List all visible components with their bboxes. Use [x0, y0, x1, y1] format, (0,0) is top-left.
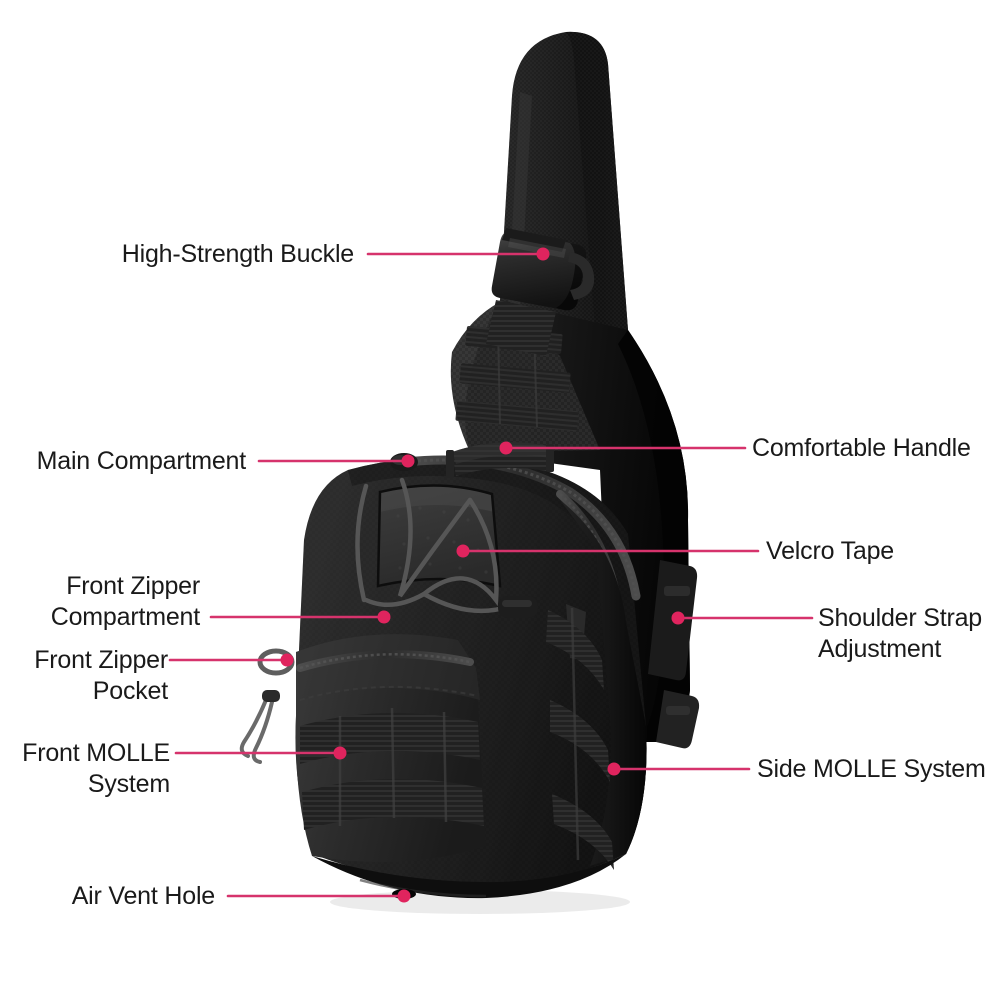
side-release-buckle: [486, 228, 595, 356]
cord-lock-small: [262, 690, 280, 702]
callout-label-front-zipper-pocket[interactable]: Front Zipper Pocket: [34, 646, 168, 705]
callout-label-side-molle-system[interactable]: Side MOLLE System: [757, 755, 986, 783]
callout-label-comfortable-handle[interactable]: Comfortable Handle: [752, 434, 971, 462]
callout-label-high-strength-buckle[interactable]: High-Strength Buckle: [121, 240, 354, 268]
side-panel: [560, 500, 647, 866]
callout-label-main-compartment[interactable]: Main Compartment: [36, 447, 247, 475]
side-molle-system: [546, 607, 614, 870]
cord-lock-toggle: [498, 596, 538, 618]
callout-label-front-zipper-compartment[interactable]: Front Zipper Compartment: [50, 572, 200, 631]
drop-shadow: [330, 890, 630, 914]
callout-label-shoulder-strap-adjustment[interactable]: Shoulder Strap Adjustment: [818, 604, 982, 663]
zipper-pull-cord: [239, 648, 295, 764]
callout-label-air-vent-hole[interactable]: Air Vent Hole: [71, 882, 216, 910]
callout-label-front-molle-system[interactable]: Front MOLLE System: [22, 739, 170, 798]
velcro-tape-panel: [376, 484, 502, 588]
callout-label-velcro-tape[interactable]: Velcro Tape: [766, 537, 894, 565]
